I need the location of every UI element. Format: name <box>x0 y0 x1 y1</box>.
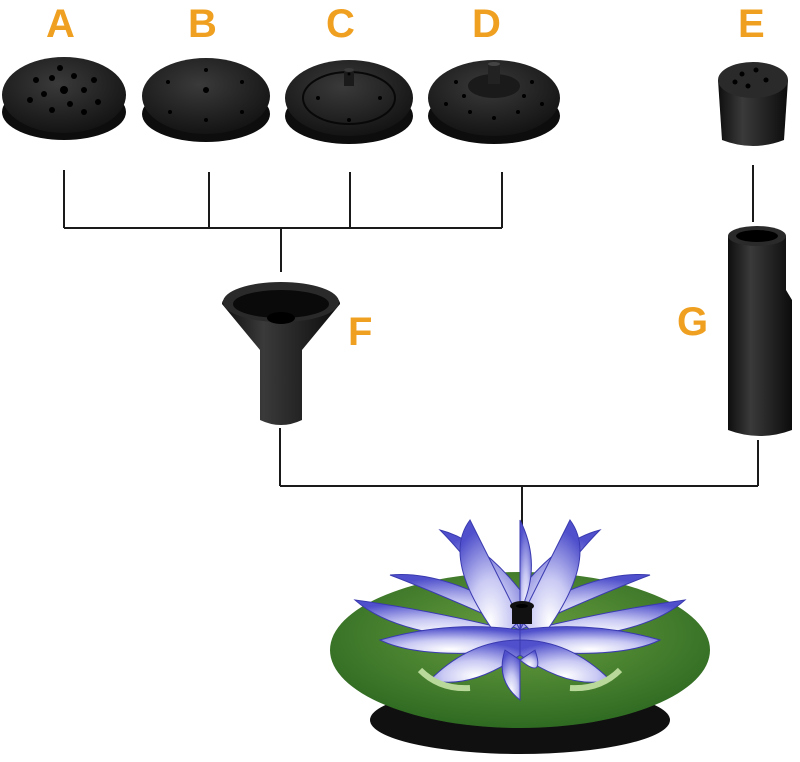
funnel-icon <box>222 282 340 425</box>
lotus-fountain-icon <box>330 520 710 754</box>
spray-head-icon <box>285 60 413 144</box>
connector-lines <box>64 165 758 600</box>
tube-icon <box>728 226 792 436</box>
spray-head-icon <box>142 58 270 142</box>
nozzle-cap-icon <box>718 62 788 146</box>
spray-head-icon <box>428 60 560 144</box>
spray-head-icon <box>2 57 126 140</box>
